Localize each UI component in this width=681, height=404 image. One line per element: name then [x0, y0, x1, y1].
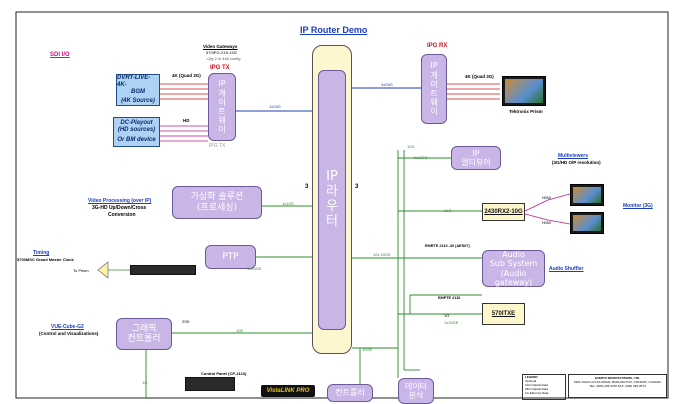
ip-router-core: IP 라 우 터: [318, 70, 346, 330]
grand-master-clock: [130, 265, 196, 275]
dcplayout-box[interactable]: DC-Playout (HD sources) Or BM device: [113, 117, 160, 147]
ipg-tx-label: IPG TX: [210, 65, 230, 71]
ittxe-link-2: 1G: [444, 313, 450, 318]
ittxe-box[interactable]: 570ITXE: [482, 303, 525, 325]
ipg-rx-label: IPG RX: [427, 43, 448, 49]
company-line-1: EVERTZ MICROSYSTEMS, LTD.: [594, 376, 641, 380]
company-block: EVERTZ MICROSYSTEMS, LTD. 5292 JOHN LUCA…: [568, 374, 667, 398]
control-panel-device: [185, 377, 235, 391]
dcplayout-line-3: Or BM device: [117, 136, 156, 143]
hd-label: HD: [183, 118, 190, 123]
dvrt-line-1: DVRT-LIVE-4K-: [117, 74, 151, 88]
vue-2sk-label: 2SK: [182, 319, 190, 324]
dvrt-box[interactable]: DVRT-LIVE-4K- BGM (4K Source): [116, 74, 160, 106]
sdi-io-label: SDI I/O: [50, 52, 70, 58]
quad-out-label: 4K (Quad 3G): [465, 74, 494, 79]
legend-item-3: 1G Ethernet Data: [525, 391, 549, 395]
ipg-tx-bottom: IPG TX: [209, 143, 226, 149]
ptp-box[interactable]: PTP: [205, 245, 256, 269]
legend-item-2: 25G Optical Data: [525, 387, 549, 391]
monitor-label: Monitor (3G): [623, 203, 653, 209]
to-prism-label: To Prism: [73, 268, 89, 273]
timing-sub: 5700MSC Grand Master Clock: [17, 257, 74, 262]
tektronix-device: [502, 76, 546, 106]
controller-box[interactable]: 컨트롤러: [327, 384, 373, 402]
legend-title: LEGEND: [525, 375, 538, 379]
ipg-tx-caption-1: Video Gateways: [203, 44, 238, 49]
dcplayout-line-1: DC-Playout: [120, 120, 153, 127]
graphics-controller-box[interactable]: 그래픽 컨트롤러: [116, 318, 172, 350]
multiviewer-sub: (3G/HD O/P resolution): [552, 160, 601, 165]
multiviewer-title: Multiviewers: [558, 153, 589, 159]
router-port-right: 3: [355, 184, 359, 190]
rx2430-box[interactable]: 2430RX2-10G: [482, 203, 525, 221]
vue-link-label: 10E: [236, 328, 244, 333]
link-label-rx2430: 10G: [444, 208, 452, 213]
ipg-rx-box[interactable]: IP 게 이 트 웨 이: [421, 54, 447, 124]
monitor-1: [570, 184, 604, 206]
timing-title: Timing: [33, 250, 50, 256]
virtualization-box[interactable]: 가상화 솔루션 (프로세싱): [172, 186, 262, 219]
ittxe-spec: EMPTE 2110: [438, 296, 461, 300]
left-link-label: 1G: [142, 380, 148, 385]
ittxe-link-1: 1x10GE: [444, 320, 459, 325]
legend-item-1: 10G Optical Data: [525, 383, 549, 387]
legend-block: LEGEND Optional 10G Optical Data 25G Opt…: [522, 374, 566, 400]
hdmi-label-1: HDMI: [542, 196, 551, 200]
virt-title: Video Processing (over IP): [88, 198, 152, 204]
left-10g-label: 10G: [407, 144, 415, 149]
prism-triangle: [97, 261, 109, 279]
vistalink-text: VistaLINK PRO: [266, 388, 310, 394]
sdi-lines-out: [447, 83, 500, 100]
dcplayout-line-2: (HD sources): [117, 127, 156, 134]
vistalink-logo: VistaLINK PRO: [261, 385, 315, 397]
ipg-tx-caption-3: -Qty 2 in 4x8 config: [206, 56, 241, 61]
ipg-tx-box[interactable]: IP 게 이 트 웨 이: [208, 73, 236, 141]
sdi-lines-4k: [160, 83, 208, 100]
quad-in-label: 4K (Quad 3G): [172, 73, 201, 78]
audio-shuffler-title: Audio Shuffler: [549, 266, 584, 272]
controller-link: 10GE: [362, 347, 373, 352]
legend-item-0: Optional: [525, 379, 537, 383]
green-links: [145, 150, 495, 398]
virt-line-3: Conversion: [108, 212, 136, 218]
hdmi-label-2: HDMI: [542, 221, 551, 225]
control-panel-label: Control Panel (CP-2110): [201, 371, 247, 376]
sdi-lines-hd: [160, 125, 208, 142]
ip-router[interactable]: IP 라 우 터: [312, 45, 352, 354]
link-label-rx: 4x25G: [381, 82, 393, 87]
dvrt-line-2: BGM: [131, 88, 145, 95]
company-line-2: 5292 JOHN LUCAS DRIVE, BURLINGTON, ONTAR…: [573, 380, 662, 384]
multiviewer-box[interactable]: IP 멀티뷰어: [451, 146, 501, 170]
vue-sub: (Control and Visualizations): [39, 331, 99, 336]
link-label-virt: 1x10G: [282, 201, 294, 206]
router-port-left: 3: [305, 184, 309, 190]
audio-link: 10x 10GE: [373, 252, 391, 257]
monitor-2: [570, 212, 604, 234]
link-label-mv: 4x10GE: [413, 155, 428, 160]
dvrt-line-3: (4K Source): [121, 98, 155, 105]
ipg-tx-caption-2: 570IPG-X19-10G: [206, 50, 237, 55]
audio-subsystem-box[interactable]: Audio Sub System (Audio gateway): [482, 250, 545, 287]
audio-spec: EMRTE 2110 -30 (AES67): [425, 244, 470, 248]
page-title: IP Router Demo: [300, 25, 368, 35]
link-label-ptp: 1x10GE: [247, 266, 262, 271]
company-line-3: TEL: (905) 335-3700 FAX: (905) 335-3573: [589, 384, 646, 388]
vue-title: VUE-Cube-G2: [51, 324, 84, 330]
link-label-tx: 1x25G: [269, 104, 281, 109]
virt-line-2: 3G-HD Up/Down/Cross: [92, 205, 147, 211]
hdmi-lines: [524, 193, 571, 225]
tektronix-label: Tektronix Prism: [509, 109, 543, 114]
data-analysis-box[interactable]: 데이터 분석: [398, 378, 434, 404]
